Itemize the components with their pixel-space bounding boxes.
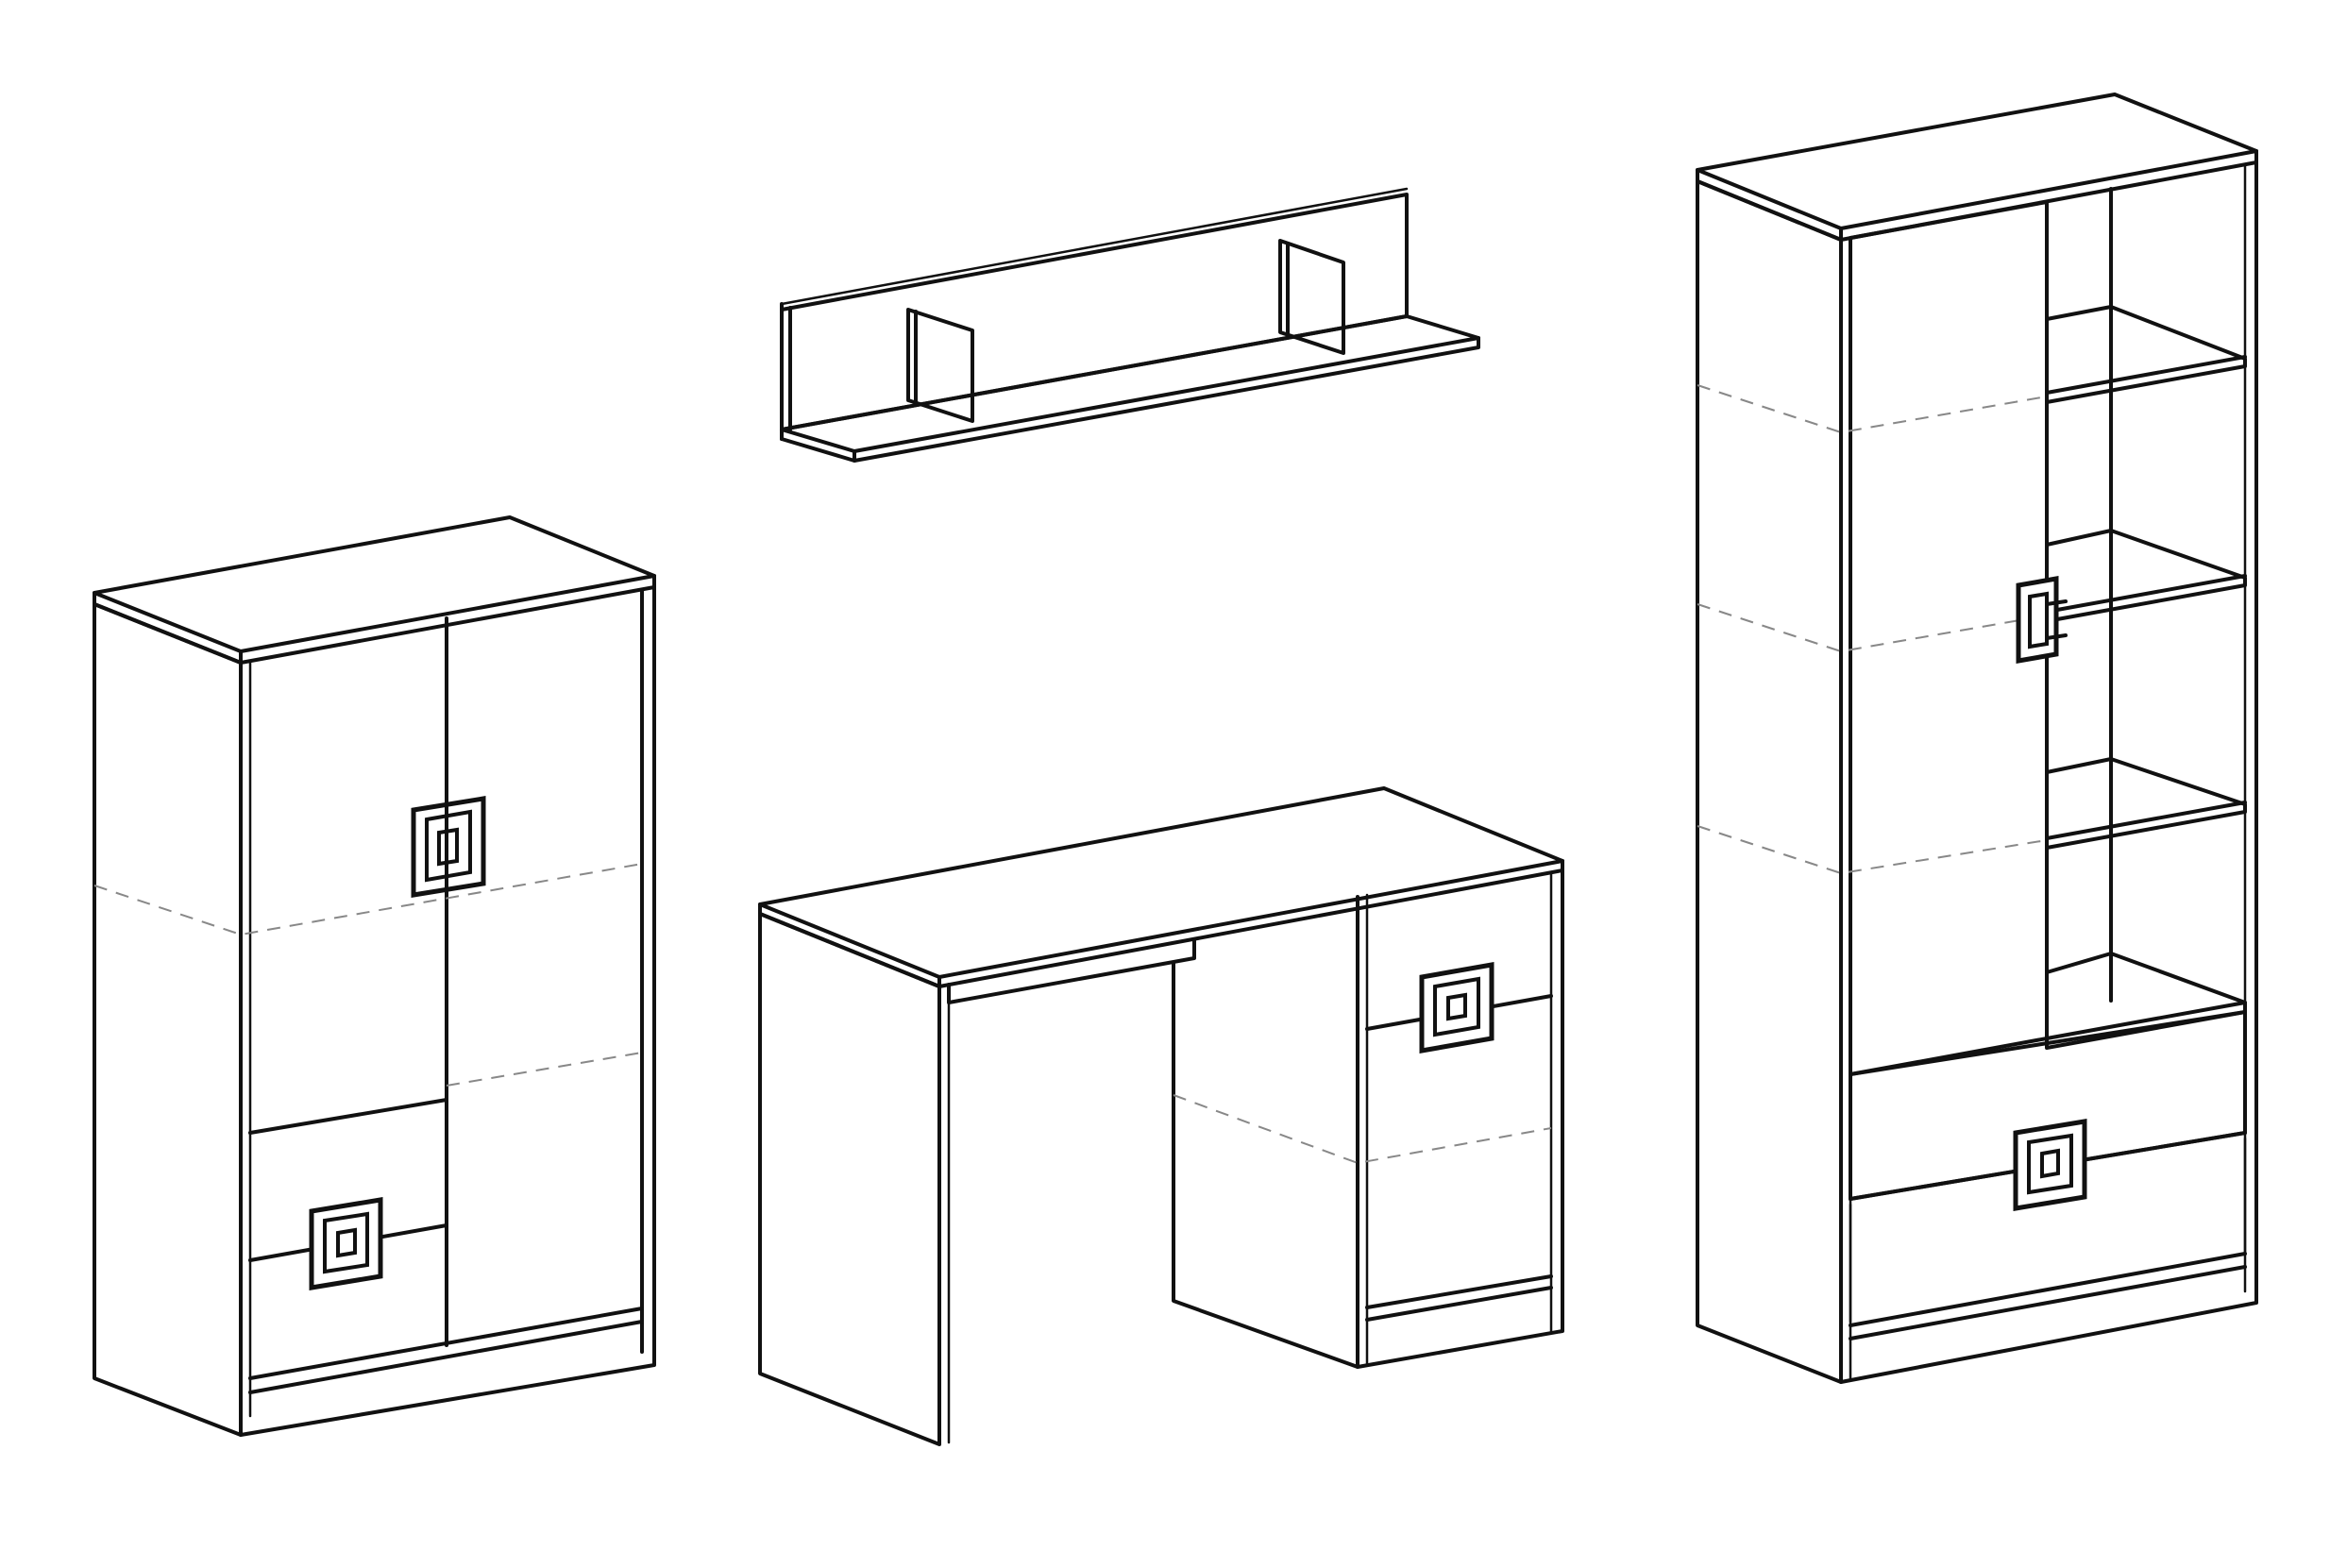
bookcase-hidden-line-2	[1697, 603, 2048, 653]
bookcase	[1696, 93, 2258, 1384]
wall-shelf-divider-left	[906, 308, 974, 423]
bookcase-hidden-line-1	[1697, 384, 2048, 434]
bookcase-door-handle-icon	[2016, 576, 2068, 664]
wardrobe	[93, 515, 656, 1437]
wall-shelf	[780, 187, 1480, 463]
wardrobe-front-right-outer	[239, 585, 656, 1437]
bookcase-top-edge	[1696, 149, 2258, 242]
wardrobe-drawer-handle-icon	[309, 1197, 383, 1290]
wardrobe-top	[93, 515, 656, 653]
desk-cabinet-handle-icon	[1419, 962, 1494, 1054]
desk-front-rail	[947, 937, 1196, 1004]
bookcase-front-right	[1839, 160, 2258, 1384]
wall-shelf-back-top	[780, 187, 1409, 306]
bookcase-side	[1696, 179, 1843, 1384]
desk-top	[758, 786, 1564, 979]
desk-left-panel	[758, 912, 941, 1446]
desk-cabinet-side	[1172, 961, 1359, 1369]
bookcase-plinth	[1849, 1265, 2247, 1340]
wardrobe-drawer-top	[248, 1098, 448, 1135]
wardrobe-side	[93, 602, 243, 1437]
wardrobe-plinth	[248, 1320, 644, 1394]
bookcase-hidden-line-3	[1697, 825, 2048, 875]
bookcase-drawer-handle-icon	[2013, 1119, 2087, 1211]
wall-shelf-back	[780, 193, 1409, 431]
desk-hidden-line	[1173, 1094, 1552, 1165]
desk-top-edge	[758, 859, 1564, 988]
desk-cabinet-plinth	[1365, 1286, 1553, 1322]
desk-cabinet-front	[1356, 868, 1564, 1369]
desk	[758, 786, 1564, 1446]
bookcase-top	[1696, 93, 2258, 230]
bookcase-shelf-4	[2045, 952, 2247, 1050]
bookcase-shelf-3	[2045, 757, 2247, 850]
bookcase-shelf-1	[2045, 305, 2247, 404]
wall-shelf-divider-right	[1278, 239, 1345, 355]
wardrobe-door-handle-icon	[411, 796, 486, 898]
wardrobe-hidden-line-2	[446, 1052, 643, 1087]
wardrobe-hidden-line-1	[93, 863, 643, 936]
wall-shelf-base	[780, 314, 1480, 453]
wardrobe-top-edge	[93, 574, 656, 665]
